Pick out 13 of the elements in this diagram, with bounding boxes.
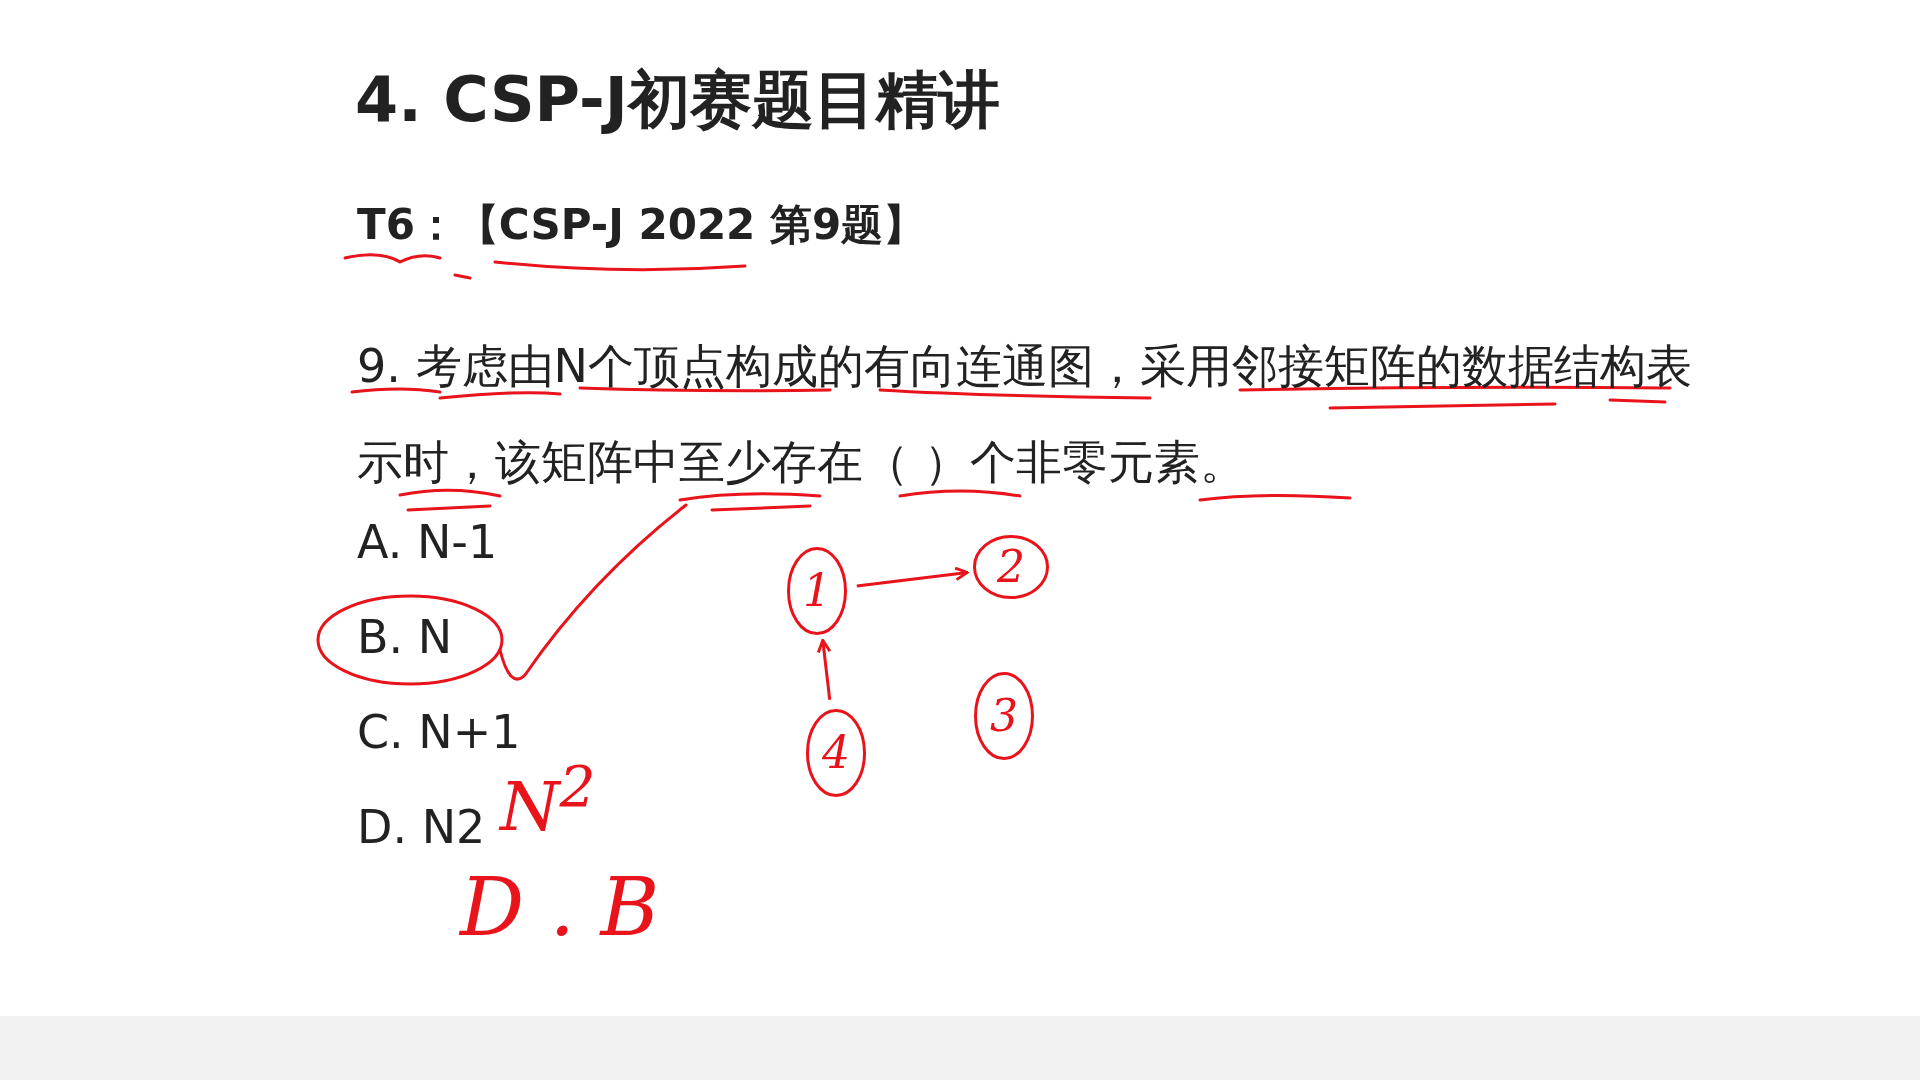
answer-option: B. N — [357, 610, 453, 665]
handwritten-answer: D . B — [460, 860, 660, 956]
answer-option: A. N-1 — [357, 515, 498, 570]
answer-option: D. N2 — [357, 800, 486, 855]
circled-number: 2 — [973, 535, 1049, 599]
slide-title: 4. CSP-J初赛题目精讲 — [355, 62, 1000, 138]
question-text: 9. 考虑由N个顶点构成的有向连通图，采用邻接矩阵的数据结构表示时，该矩阵中至少存在（ ）个非零元素。 — [357, 338, 1693, 491]
circled-number: 3 — [974, 672, 1034, 760]
arrow — [856, 566, 969, 588]
circled-number: 4 — [806, 709, 866, 797]
question-heading: T6：【CSP-J 2022 第9题】 — [357, 200, 926, 250]
arrow — [816, 638, 832, 700]
circled-number: 1 — [787, 547, 847, 635]
